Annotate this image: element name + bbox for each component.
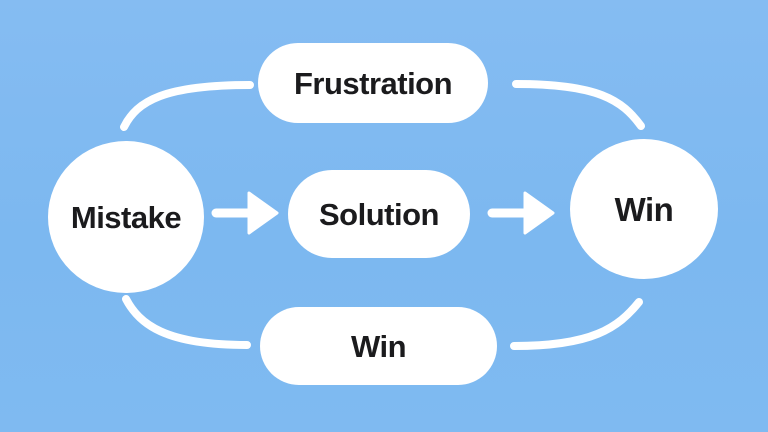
node-win: Win — [570, 139, 718, 279]
connector-mistake-win-pill — [122, 295, 251, 349]
node-mistake: Mistake — [48, 141, 204, 293]
node-frustration: Frustration — [258, 43, 488, 123]
node-win-label: Win — [614, 190, 674, 228]
node-mistake-label: Mistake — [70, 199, 182, 235]
arrow-right-icon — [211, 191, 279, 235]
connector-mistake-frustration — [120, 81, 254, 131]
node-solution-label: Solution — [319, 196, 439, 232]
connector-frustration-win — [512, 80, 645, 130]
arrow-right-icon — [487, 191, 555, 235]
node-solution: Solution — [288, 170, 470, 258]
node-win-alt-label: Win — [350, 328, 407, 364]
connector-win-pill-win — [510, 298, 643, 350]
node-win-alt: Win — [260, 307, 497, 385]
node-frustration-label: Frustration — [293, 65, 453, 101]
